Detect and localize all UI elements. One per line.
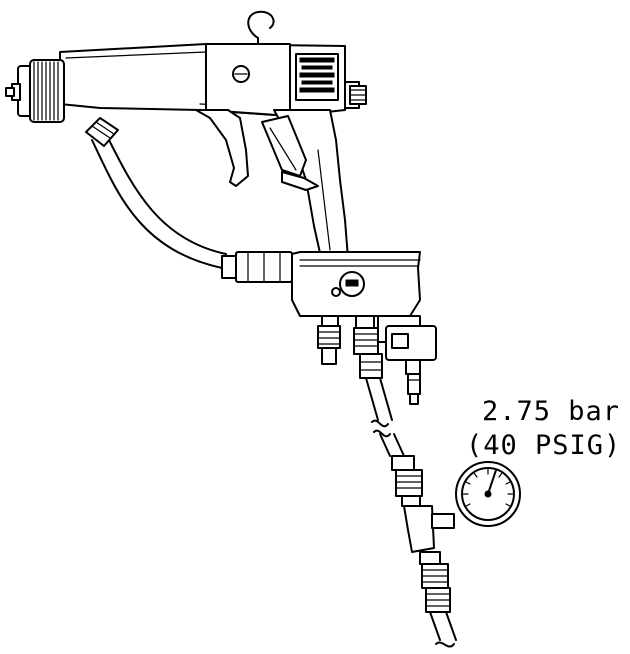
gauge-ticks-icon <box>462 468 514 507</box>
manifold-block <box>291 251 421 317</box>
hanger-hook <box>247 10 275 45</box>
valve-block <box>377 315 437 405</box>
body-plate <box>205 43 291 117</box>
trigger-guard <box>261 115 307 177</box>
pressure-annotation: 2.75 bar (40 PSIG) <box>466 396 621 461</box>
air-hose-lower <box>429 611 457 648</box>
rear-air-fitting <box>344 81 367 109</box>
hose-break-icon-lower <box>435 641 455 648</box>
trigger[interactable] <box>195 109 319 191</box>
pressure-gauge <box>455 461 521 527</box>
gauge-needle-icon <box>487 469 497 495</box>
left-quick-disconnect <box>317 315 341 365</box>
fluid-hose <box>85 117 293 283</box>
hose-coupling-lower <box>391 455 423 507</box>
lower-quick-disconnect <box>419 551 451 613</box>
air-hose-upper <box>365 377 405 457</box>
nameplate <box>295 53 339 101</box>
gauge-tee-body <box>403 505 455 553</box>
air-cap-nozzle <box>5 59 65 123</box>
pressure-metric-label: 2.75 bar <box>482 396 620 427</box>
retaining-ring-knurl-icon <box>33 61 59 121</box>
gauge-connector <box>431 513 455 529</box>
pressure-imperial-label: (40 PSIG) <box>466 430 621 461</box>
hose-break-icon <box>371 419 389 428</box>
